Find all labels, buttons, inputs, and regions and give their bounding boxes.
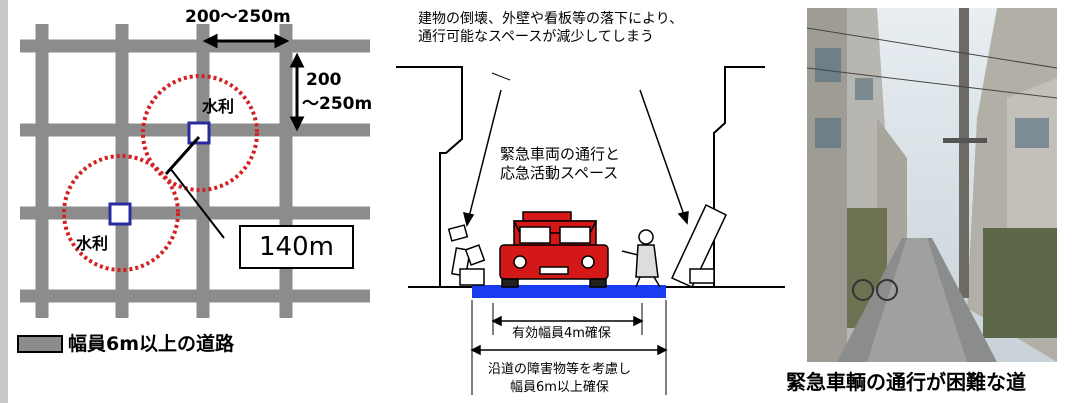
block-width-arrow — [202, 33, 290, 49]
left-building-outline — [396, 66, 463, 287]
total-width-arrow — [470, 344, 668, 356]
effective-width-arrow — [491, 315, 644, 327]
legend-road-sample — [17, 335, 63, 353]
water-source-box-lower — [108, 202, 132, 226]
coverage-circle-upper — [141, 74, 259, 192]
top-note-line1: 建物の倒壊、外壁や看板等の落下により、 — [418, 11, 684, 27]
firefighter — [621, 229, 661, 288]
water-source-label-upper: 水利 — [202, 97, 235, 116]
falling-arrow-right — [639, 89, 689, 225]
fallen-signboard-right — [670, 203, 727, 288]
road-surface — [472, 285, 666, 298]
narrow-street-photo — [807, 8, 1057, 362]
coverage-circle-lower — [62, 154, 180, 272]
block-width-label: 200～250m — [185, 7, 291, 27]
center-label-line2: 応急活動スペース — [500, 164, 619, 182]
road-cross-section — [396, 66, 785, 395]
left-margin-bar — [0, 0, 8, 403]
top-note-line2: 通行可能なスペースが減少してしまう — [418, 29, 654, 45]
total-width-line1: 沿道の障害物等を考慮し — [488, 362, 632, 377]
narrow-street-illustration — [807, 8, 1057, 362]
radius-label: 140m — [259, 232, 334, 262]
effective-width-label: 有効幅員4m確保 — [512, 326, 611, 341]
leader-line-140m — [169, 167, 225, 239]
radius-line — [164, 136, 201, 175]
road-grid — [20, 24, 370, 318]
photo-caption: 緊急車輌の通行が困難な道 — [786, 370, 1026, 394]
water-source-box-upper — [187, 121, 211, 145]
fire-truck — [499, 211, 609, 288]
falling-arrow-left — [462, 89, 502, 227]
radius-label-box: 140m — [239, 225, 354, 269]
total-width-line2: 幅員6m以上確保 — [510, 380, 609, 395]
center-label-line1: 緊急車両の通行と — [500, 145, 621, 163]
legend-label: 幅員6m以上の道路 — [68, 333, 235, 355]
debris-left — [447, 224, 486, 286]
block-height-label-2: ～250m — [302, 94, 373, 114]
road-grid-map — [17, 24, 370, 353]
right-building-outline — [713, 66, 765, 287]
water-source-label-lower: 水利 — [76, 234, 109, 253]
block-height-arrow — [289, 52, 305, 132]
block-height-label-1: 200 — [306, 70, 342, 90]
